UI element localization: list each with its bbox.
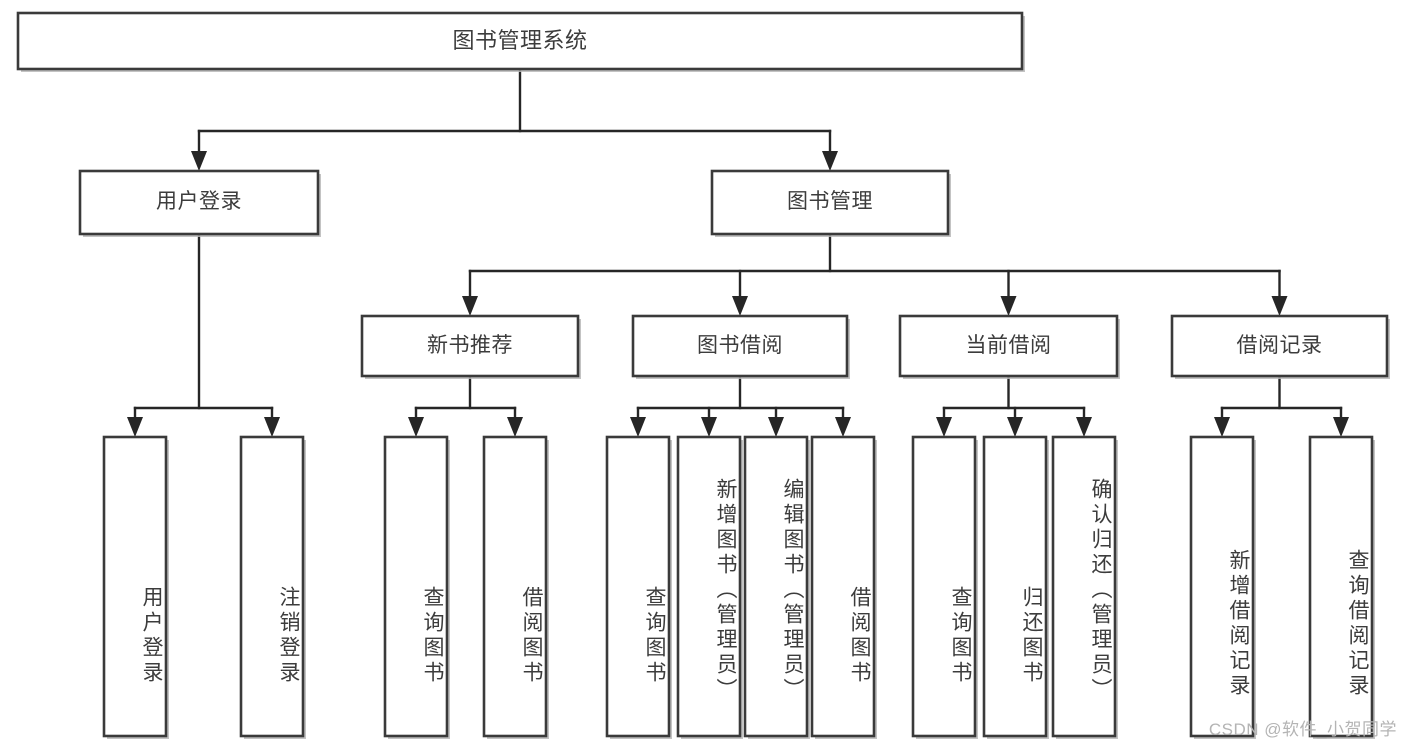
node-box-level3-1[interactable] xyxy=(631,314,849,378)
node-box-leaf-11[interactable] xyxy=(1189,435,1255,738)
node-box-leaf-9[interactable] xyxy=(982,435,1048,738)
connectors-layer xyxy=(127,67,1349,437)
node-box-leaf-8[interactable] xyxy=(911,435,977,738)
node-box-level2-0[interactable] xyxy=(78,169,320,236)
arrow-head-icon xyxy=(408,417,424,437)
arrow-head-icon xyxy=(191,151,207,171)
arrow-head-icon xyxy=(732,296,748,316)
node-box-leaf-10[interactable] xyxy=(1051,435,1117,738)
node-box-level3-2[interactable] xyxy=(898,314,1119,378)
arrow-head-icon xyxy=(507,417,523,437)
arrow-head-icon xyxy=(835,417,851,437)
node-box-leaf-1[interactable] xyxy=(239,435,305,738)
arrow-head-icon xyxy=(462,296,478,316)
arrow-head-icon xyxy=(630,417,646,437)
node-box-root[interactable] xyxy=(16,11,1024,71)
node-box-leaf-4[interactable] xyxy=(605,435,671,738)
node-box-level3-0[interactable] xyxy=(360,314,580,378)
arrow-head-icon xyxy=(1214,417,1230,437)
arrow-head-icon xyxy=(1076,417,1092,437)
node-box-level2-1[interactable] xyxy=(710,169,950,236)
node-box-leaf-6[interactable] xyxy=(743,435,809,738)
arrow-head-icon xyxy=(1333,417,1349,437)
node-box-leaf-12[interactable] xyxy=(1308,435,1374,738)
arrow-head-icon xyxy=(768,417,784,437)
arrow-head-icon xyxy=(701,417,717,437)
node-box-leaf-5[interactable] xyxy=(676,435,742,738)
arrow-head-icon xyxy=(1007,417,1023,437)
boxes-layer xyxy=(16,11,1390,739)
node-box-leaf-3[interactable] xyxy=(482,435,548,738)
arrow-head-icon xyxy=(936,417,952,437)
node-box-leaf-7[interactable] xyxy=(810,435,876,738)
arrow-head-icon xyxy=(127,417,143,437)
arrow-head-icon xyxy=(822,151,838,171)
arrow-head-icon xyxy=(1271,296,1288,316)
node-box-leaf-0[interactable] xyxy=(102,435,168,738)
arrow-head-icon xyxy=(1000,296,1017,316)
node-box-level3-3[interactable] xyxy=(1170,314,1389,378)
arrow-head-icon xyxy=(264,417,280,437)
node-box-leaf-2[interactable] xyxy=(383,435,449,738)
